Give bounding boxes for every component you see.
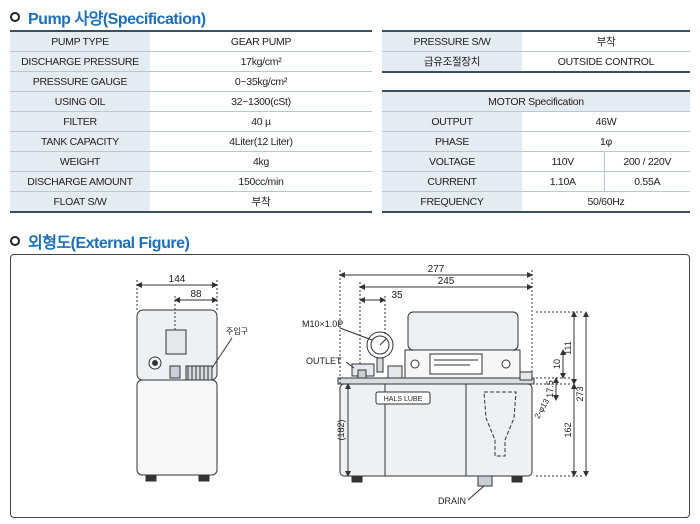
figure-section-title: 외형도(External Figure): [10, 229, 190, 253]
thread-label: M10×1.0P: [302, 319, 343, 329]
spec-section-title: Pump 사양(Specification): [10, 5, 206, 29]
external-figure-frame: [10, 254, 690, 518]
spec-label: 급유조절장치: [382, 51, 522, 73]
spec-label: WEIGHT: [10, 151, 150, 172]
spec-value: 17kg/cm²: [150, 51, 372, 72]
motor-row-output: OUTPUT 46W: [382, 111, 690, 132]
motor-label: FREQUENCY: [382, 191, 522, 213]
motor-spec-table: MOTOR Specification OUTPUT 46W PHASE 1φ …: [382, 90, 690, 213]
motor-value: 50/60Hz: [522, 191, 690, 213]
motor-value: 1φ: [522, 131, 690, 152]
motor-row-current: CURRENT 1.10A 0.55A: [382, 171, 690, 192]
dim-2-13-label: 2-φ13: [533, 397, 552, 420]
spec-label: DISCHARGE PRESSURE: [10, 51, 150, 72]
dim-273-label: 273: [575, 386, 585, 401]
dim-88-label: 88: [190, 289, 202, 300]
motor-title: MOTOR Specification: [382, 90, 690, 112]
spec-label: PUMP TYPE: [10, 30, 150, 52]
spec-label: DISCHARGE AMOUNT: [10, 171, 150, 192]
spec-value: GEAR PUMP: [150, 30, 372, 52]
motor-value: 0.55A: [604, 171, 690, 192]
dim-245-label: 245: [438, 276, 455, 287]
motor-row-phase: PHASE 1φ: [382, 131, 690, 152]
dim-162-label: 162: [563, 422, 573, 437]
motor-label: OUTPUT: [382, 111, 522, 132]
motor-value: 46W: [522, 111, 690, 132]
motor-label: PHASE: [382, 131, 522, 152]
brand-label: HALS LUBE: [384, 396, 423, 403]
spec-label: PRESSURE S/W: [382, 30, 522, 52]
spec-value: 부착: [150, 191, 372, 213]
motor-value: 200 / 220V: [604, 151, 690, 172]
spec-value: 4Liter(12 Liter): [150, 131, 372, 152]
dim-35-label: 35: [391, 290, 403, 301]
motor-row-voltage: VOLTAGE 110V 200 / 220V: [382, 151, 690, 172]
circle-bullet-icon: [10, 236, 20, 246]
spec-label: PRESSURE GAUGE: [10, 71, 150, 92]
spec-value: 150cc/min: [150, 171, 372, 192]
front-view: [337, 270, 589, 501]
spec-value: OUTSIDE CONTROL: [522, 51, 690, 73]
drain-label: DRAIN: [438, 496, 466, 506]
spec-label: FLOAT S/W: [10, 191, 150, 213]
spec-value: 0~35kg/cm²: [150, 71, 372, 92]
motor-label: VOLTAGE: [382, 151, 522, 172]
spec-title-text: Pump 사양(Specification): [28, 11, 206, 28]
spec-label: USING OIL: [10, 91, 150, 112]
motor-value: 110V: [522, 151, 605, 172]
dim-277-label: 277: [428, 264, 445, 275]
dim-111-label: 111: [563, 341, 573, 355]
motor-header-row: MOTOR Specification: [382, 90, 690, 112]
spec-value: 32~1300(cSt): [150, 91, 372, 112]
inlet-label: 주입구: [226, 327, 248, 336]
side-view: [136, 280, 233, 482]
outlet-label: OUTLET: [306, 356, 342, 366]
spec-value: 4kg: [150, 151, 372, 172]
dim-144-label: 144: [169, 274, 186, 285]
dim-10-label: 10: [552, 359, 562, 369]
dim-182-label: (182): [336, 419, 346, 440]
motor-label: CURRENT: [382, 171, 522, 192]
dim-17-5-label: 17.5: [545, 380, 555, 398]
spec-label: FILTER: [10, 111, 150, 132]
spec-label: TANK CAPACITY: [10, 131, 150, 152]
motor-row-frequency: FREQUENCY 50/60Hz: [382, 191, 690, 213]
figure-title-text: 외형도(External Figure): [28, 235, 190, 252]
spec-value: 40 µ: [150, 111, 372, 132]
circle-bullet-icon: [10, 12, 20, 22]
motor-value: 1.10A: [522, 171, 605, 192]
spec-value: 부착: [522, 30, 690, 52]
